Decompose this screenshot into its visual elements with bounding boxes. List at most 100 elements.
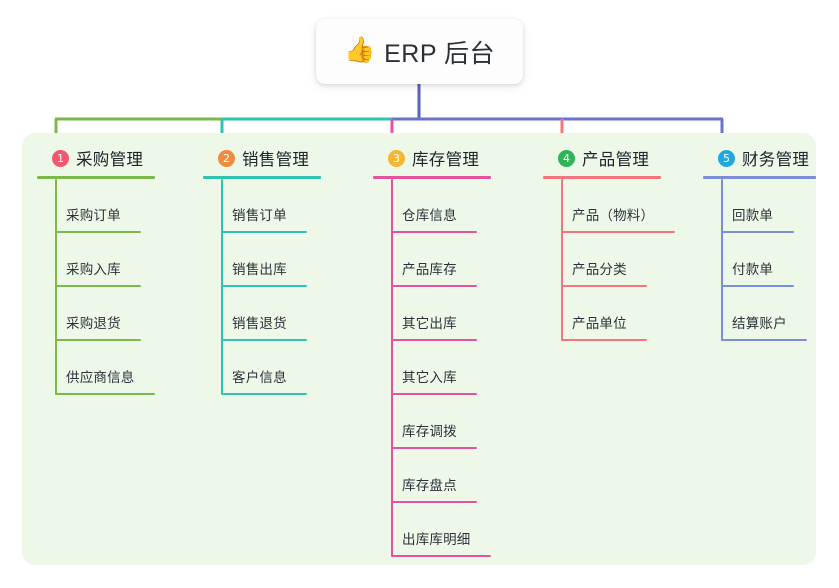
leaf-label: 销售出库: [232, 262, 287, 277]
leaf-rule: [221, 285, 307, 287]
branch-number-badge: 3: [388, 149, 405, 167]
branch-leaf-list: 销售订单销售出库销售退货客户信息: [203, 179, 321, 395]
branch-vertical-stem: [721, 179, 723, 341]
leaf-label: 付款单: [732, 262, 774, 277]
leaf-item[interactable]: 仓库信息: [373, 179, 491, 233]
leaf-label: 产品库存: [402, 262, 457, 277]
leaf-item[interactable]: 回款单: [703, 179, 816, 233]
leaf-label: 采购入库: [66, 262, 121, 277]
branch-header-rule: [37, 176, 155, 179]
leaf-rule: [221, 393, 307, 395]
leaf-item[interactable]: 出库库明细: [373, 503, 491, 557]
leaf-label: 结算账户: [732, 316, 787, 331]
leaf-rule: [391, 501, 477, 503]
leaf-rule: [721, 231, 794, 233]
leaf-label: 产品分类: [572, 262, 627, 277]
branch-column-1: 1 采购管理采购订单采购入库采购退货供应商信息: [37, 145, 155, 395]
branch-vertical-stem: [221, 179, 223, 395]
leaf-rule: [55, 339, 141, 341]
leaf-label: 库存盘点: [402, 478, 457, 493]
leaf-item[interactable]: 采购订单: [37, 179, 155, 233]
leaf-item[interactable]: 销售订单: [203, 179, 321, 233]
leaf-rule: [721, 339, 807, 341]
leaf-label: 回款单: [732, 208, 774, 223]
branch-column-5: 5 财务管理回款单付款单结算账户: [703, 145, 816, 341]
branch-header-rule: [203, 176, 321, 179]
branches-panel: [22, 133, 816, 565]
leaf-rule: [391, 231, 477, 233]
branch-header-rule: [543, 176, 661, 179]
branch-column-3: 3 库存管理仓库信息产品库存其它出库其它入库库存调拨库存盘点出库库明细: [373, 145, 491, 557]
branch-header-5[interactable]: 5 财务管理: [703, 145, 816, 171]
leaf-item[interactable]: 客户信息: [203, 341, 321, 395]
leaf-item[interactable]: 销售退货: [203, 287, 321, 341]
branch-column-2: 2 销售管理销售订单销售出库销售退货客户信息: [203, 145, 321, 395]
leaf-label: 其它入库: [402, 370, 457, 385]
leaf-item[interactable]: 结算账户: [703, 287, 816, 341]
branch-leaf-list: 采购订单采购入库采购退货供应商信息: [37, 179, 155, 395]
leaf-rule: [561, 339, 647, 341]
leaf-label: 采购订单: [66, 208, 121, 223]
branch-vertical-stem: [561, 179, 563, 341]
branch-leaf-list: 仓库信息产品库存其它出库其它入库库存调拨库存盘点出库库明细: [373, 179, 491, 557]
leaf-rule: [55, 285, 141, 287]
leaf-item[interactable]: 产品库存: [373, 233, 491, 287]
branch-title: 库存管理: [412, 151, 480, 169]
leaf-label: 销售退货: [232, 316, 287, 331]
leaf-label: 产品（物料）: [572, 208, 655, 223]
branch-title: 销售管理: [242, 151, 310, 169]
leaf-rule: [55, 231, 141, 233]
leaf-rule: [221, 231, 307, 233]
leaf-item[interactable]: 采购入库: [37, 233, 155, 287]
leaf-item[interactable]: 产品单位: [543, 287, 661, 341]
leaf-rule: [391, 393, 477, 395]
branch-title: 财务管理: [742, 151, 810, 169]
root-title: ERP 后台: [384, 39, 496, 68]
leaf-item[interactable]: 库存盘点: [373, 449, 491, 503]
leaf-rule: [391, 555, 491, 557]
branch-vertical-stem: [55, 179, 57, 395]
leaf-label: 客户信息: [232, 370, 287, 385]
leaf-rule: [561, 285, 647, 287]
leaf-item[interactable]: 产品（物料）: [543, 179, 675, 233]
branch-header-rule: [703, 176, 816, 179]
leaf-rule: [391, 285, 477, 287]
leaf-rule: [561, 231, 675, 233]
leaf-item[interactable]: 付款单: [703, 233, 816, 287]
leaf-item[interactable]: 销售出库: [203, 233, 321, 287]
leaf-rule: [391, 447, 477, 449]
branch-number-badge: 5: [718, 149, 735, 167]
branch-vertical-stem: [391, 179, 393, 557]
branch-title: 采购管理: [76, 151, 144, 169]
leaf-item[interactable]: 其它出库: [373, 287, 491, 341]
leaf-item[interactable]: 采购退货: [37, 287, 155, 341]
branch-header-1[interactable]: 1 采购管理: [37, 145, 155, 171]
leaf-rule: [721, 285, 794, 287]
branch-number-badge: 2: [218, 149, 235, 167]
leaf-label: 库存调拨: [402, 424, 457, 439]
branch-header-2[interactable]: 2 销售管理: [203, 145, 321, 171]
branch-header-rule: [373, 176, 491, 179]
leaf-item[interactable]: 产品分类: [543, 233, 661, 287]
branch-leaf-list: 回款单付款单结算账户: [703, 179, 816, 341]
root-node[interactable]: 👍 ERP 后台: [316, 19, 523, 84]
leaf-label: 供应商信息: [66, 370, 135, 385]
leaf-label: 销售订单: [232, 208, 287, 223]
branch-leaf-list: 产品（物料） 产品分类产品单位: [543, 179, 675, 341]
leaf-rule: [55, 393, 155, 395]
branch-title: 产品管理: [582, 151, 650, 169]
leaf-label: 产品单位: [572, 316, 627, 331]
leaf-item[interactable]: 其它入库: [373, 341, 491, 395]
leaf-label: 出库库明细: [402, 532, 471, 547]
leaf-rule: [221, 339, 307, 341]
branch-number-badge: 1: [52, 149, 69, 167]
leaf-label: 仓库信息: [402, 208, 457, 223]
leaf-label: 采购退货: [66, 316, 121, 331]
leaf-item[interactable]: 库存调拨: [373, 395, 491, 449]
leaf-item[interactable]: 供应商信息: [37, 341, 155, 395]
leaf-label: 其它出库: [402, 316, 457, 331]
leaf-rule: [391, 339, 477, 341]
branch-header-3[interactable]: 3 库存管理: [373, 145, 491, 171]
